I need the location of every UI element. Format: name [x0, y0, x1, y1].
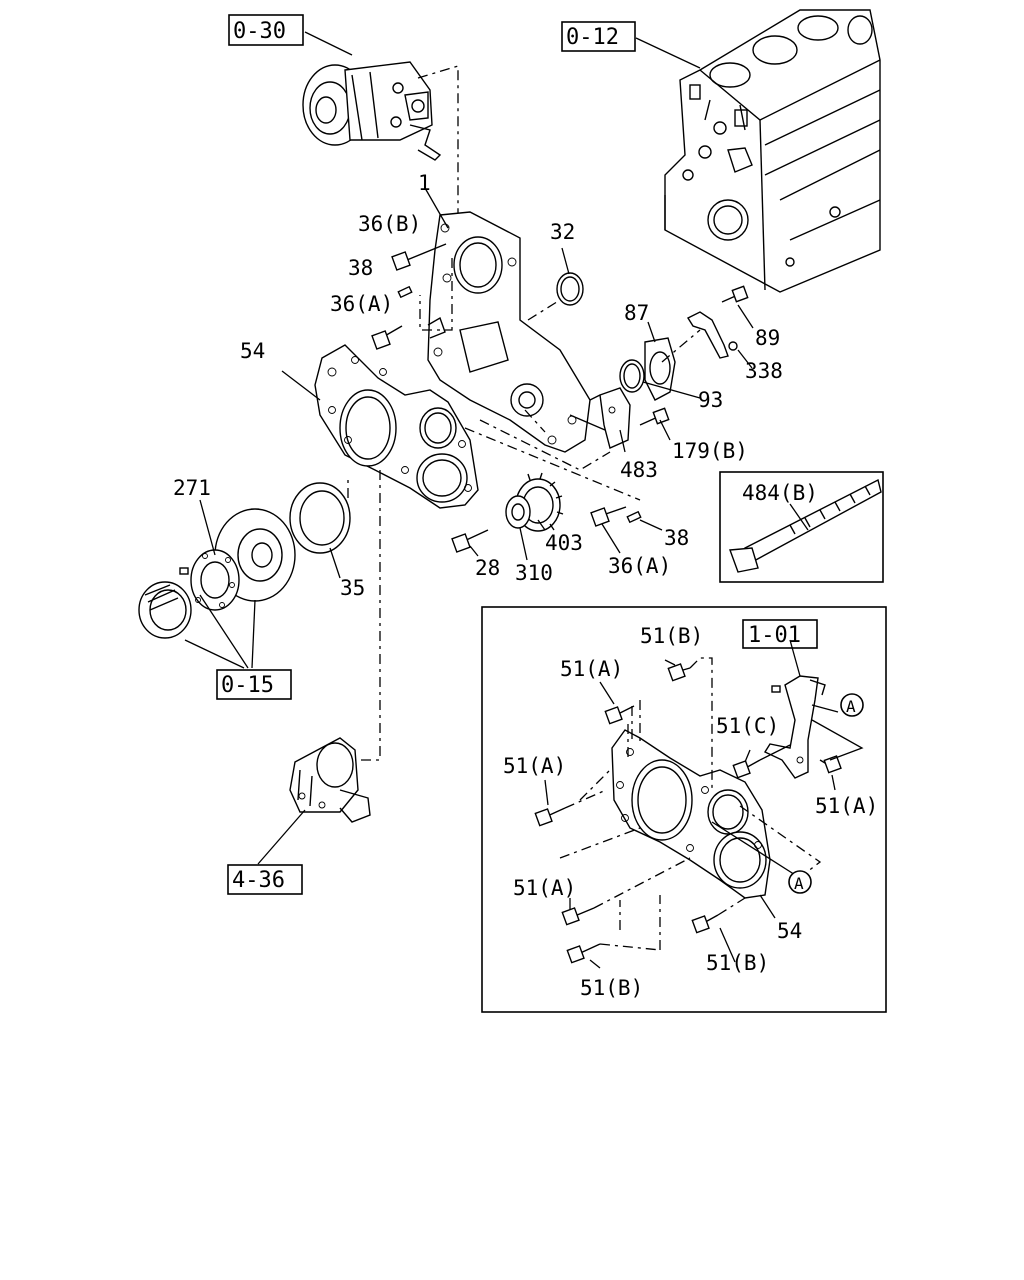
oil-pump-illustration — [289, 737, 371, 823]
label-part-38: 38 — [348, 256, 373, 280]
label-part-36a: 36(A) — [330, 292, 393, 316]
pulley-illustration — [179, 508, 296, 611]
ref-box-0-30[interactable] — [228, 14, 304, 46]
label-part-36a-lower: 36(A) — [608, 554, 671, 578]
ref-label-4-36: 4-36 — [232, 868, 285, 893]
circle-marker-a-top — [840, 693, 864, 717]
label-part-36b: 36(B) — [358, 212, 421, 236]
inset-bolt-51a-2-icon — [534, 807, 566, 827]
bolt-28-icon — [451, 529, 489, 553]
inset-label-51b-top: 51(B) — [640, 624, 703, 648]
idler-gear-illustration — [505, 472, 564, 532]
label-part-310: 310 — [515, 561, 553, 585]
label-part-35: 35 — [340, 576, 365, 600]
ref-box-0-15[interactable] — [216, 669, 292, 700]
inset-label-51a-right: 51(A) — [815, 794, 878, 818]
bolt-36b-icon — [391, 243, 447, 271]
bolt-36a-icon — [371, 325, 403, 350]
ref-label-0-30: 0-30 — [233, 19, 286, 44]
label-part-271: 271 — [173, 476, 211, 500]
circle-marker-a-bottom — [788, 870, 812, 894]
label-part-38-lower: 38 — [664, 526, 689, 550]
label-part-54: 54 — [240, 339, 265, 363]
label-part-403: 403 — [545, 531, 583, 555]
inset-gasket-illustration — [611, 729, 771, 899]
bolt-179b-icon — [639, 407, 670, 426]
label-part-1: 1 — [418, 171, 431, 195]
label-part-338: 338 — [745, 359, 783, 383]
label-part-32: 32 — [550, 220, 575, 244]
label-part-179b: 179(B) — [672, 439, 748, 463]
inset-label-51b-bot1: 51(B) — [580, 976, 643, 1000]
ref-label-0-15: 0-15 — [221, 673, 274, 698]
flange-87-icon — [644, 337, 676, 401]
inset-bolt-51a-3-icon — [561, 907, 595, 926]
ref-box-4-36[interactable] — [227, 864, 303, 895]
inset-bolt-51a-right-icon — [819, 755, 842, 774]
inset-bolt-51b-bot2-icon — [691, 914, 719, 934]
inset-label-51a-1: 51(A) — [560, 657, 623, 681]
ref-label-0-12: 0-12 — [566, 25, 619, 50]
bracket-89-icon — [686, 285, 749, 359]
inset-panel — [481, 606, 887, 1013]
inset-label-51a-3: 51(A) — [513, 876, 576, 900]
circle-marker-a-bottom-label: A — [794, 874, 804, 893]
ref-label-1-01: 1-01 — [748, 623, 801, 648]
circle-marker-a-top-label: A — [846, 697, 856, 716]
bracket-483-icon — [589, 387, 631, 449]
gasket-plate-illustration — [314, 344, 479, 509]
pin-38-icon — [397, 285, 413, 299]
oil-seal-illustration — [289, 482, 351, 554]
label-part-89: 89 — [755, 326, 780, 350]
compressor-illustration — [302, 61, 442, 161]
cable-tie-illustration — [729, 478, 882, 573]
oring-93-icon — [619, 359, 645, 393]
damper-illustration — [138, 581, 192, 639]
timing-gear-case-illustration — [427, 211, 591, 453]
label-part-483: 483 — [620, 458, 658, 482]
inset-bolt-51b-bot1-icon — [566, 943, 601, 964]
ref-box-0-12[interactable] — [561, 21, 636, 52]
label-part-93: 93 — [698, 388, 723, 412]
inset-bolt-51a-1-icon — [604, 705, 635, 725]
inset-label-54: 54 — [777, 919, 802, 943]
inset-bracket-illustration — [763, 675, 826, 779]
engine-block-illustration — [664, 9, 881, 293]
pin-38-lower-icon — [626, 510, 642, 524]
inset-label-51b-bot2: 51(B) — [706, 951, 769, 975]
inset-label-51a-2: 51(A) — [503, 754, 566, 778]
label-part-87: 87 — [624, 301, 649, 325]
inset-label-51c: 51(C) — [716, 714, 779, 738]
inset-bolt-51b-top-icon — [667, 663, 691, 682]
bolt-36a-lower-icon — [590, 506, 627, 527]
ref-box-1-01[interactable] — [742, 619, 818, 649]
oring-32-icon — [556, 272, 584, 306]
inset-bolt-51c-icon — [732, 759, 761, 779]
label-part-484b: 484(B) — [742, 481, 818, 505]
label-part-28: 28 — [475, 556, 500, 580]
